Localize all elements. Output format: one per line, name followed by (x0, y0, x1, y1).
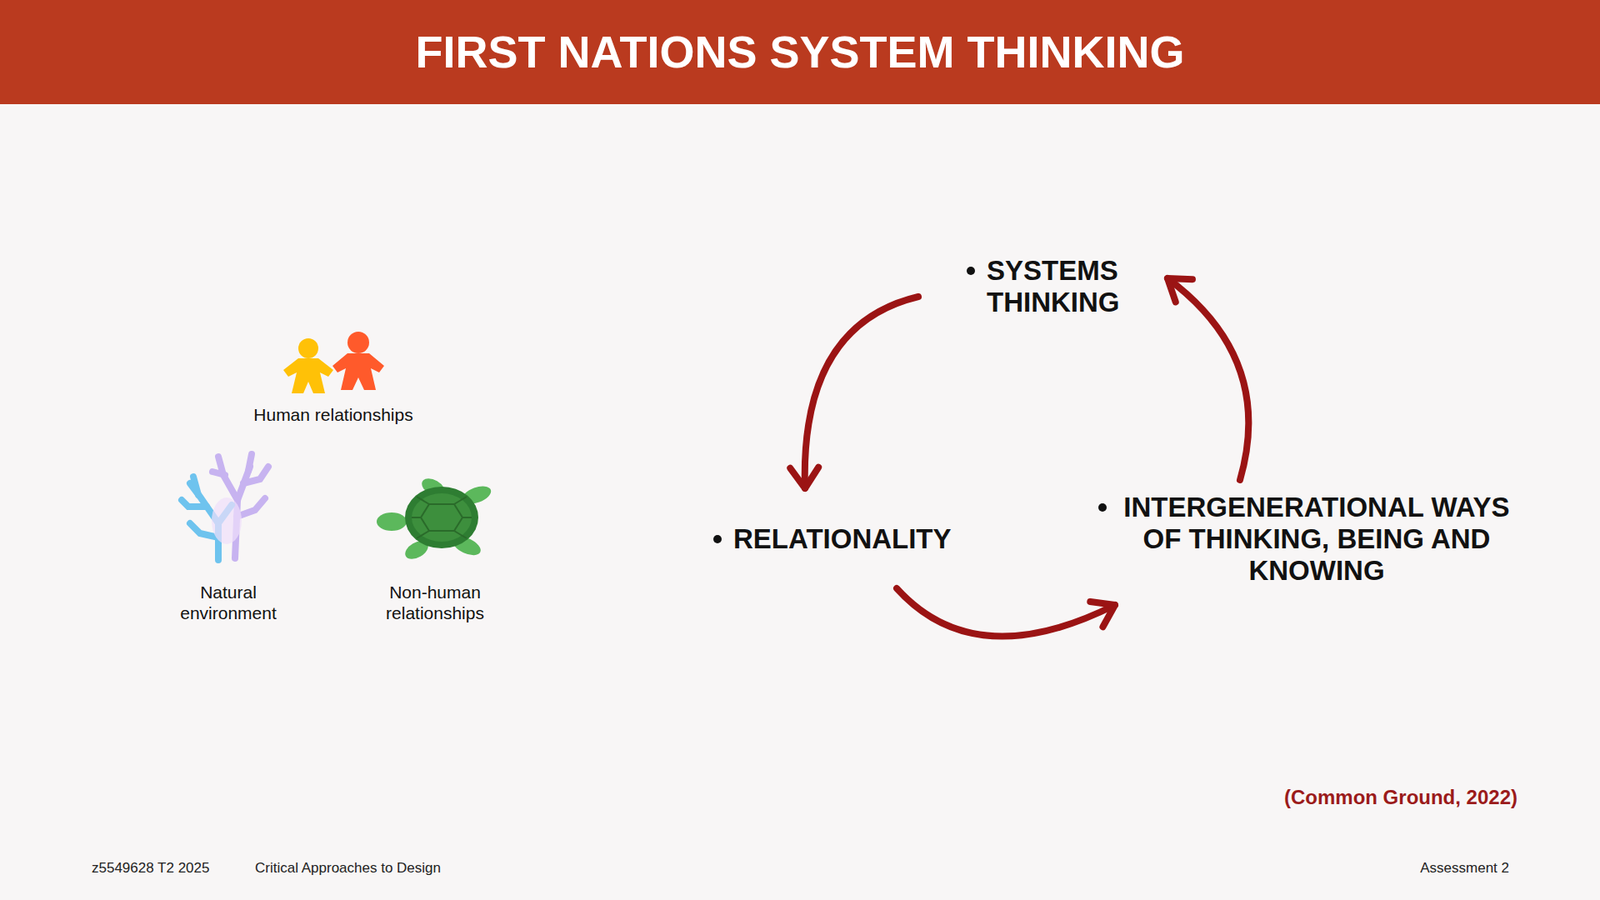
bullet-dot (713, 535, 722, 544)
icon-caption: Natural environment (165, 581, 291, 624)
arrow-head (790, 467, 819, 489)
coral-icon (181, 454, 269, 560)
arrow-curve (1167, 278, 1249, 480)
cycle-arrow (896, 588, 1115, 637)
citation: (Common Ground, 2022) (1284, 785, 1518, 810)
node-text-group: SYSTEMS THINKING (986, 255, 1138, 319)
node-label: RELATIONALITY (733, 523, 952, 555)
bullet-dot (1098, 503, 1107, 512)
node-text-group: RELATIONALITY (733, 523, 952, 555)
node-text-group: INTERGENERATIONAL WAYS OF THINKING, BEIN… (1118, 491, 1515, 587)
icon-caption: Non-human relationships (372, 581, 498, 624)
node-label: SYSTEMS THINKING (986, 255, 1138, 319)
cycle-arrow (1167, 278, 1249, 480)
people-icon (283, 331, 385, 394)
bullet-dot (966, 266, 975, 275)
cycle-node: INTERGENERATIONAL WAYS OF THINKING, BEIN… (1098, 491, 1515, 587)
arrow-head (1167, 278, 1193, 302)
diagram-title: FIRST NATIONS SYSTEM THINKING (0, 0, 1600, 105)
turtle-icon (376, 475, 494, 564)
footer-text: z5549628 T2 2025 (91, 860, 210, 877)
cycle-node: RELATIONALITY (713, 523, 952, 555)
arrow-curve (805, 296, 919, 489)
arrow-curve (896, 588, 1115, 637)
node-label: INTERGENERATIONAL WAYS OF THINKING, BEIN… (1118, 491, 1515, 587)
icon-caption: Human relationships (225, 404, 442, 425)
cycle-node: SYSTEMS THINKING (966, 255, 1138, 319)
footer-text: Assessment 2 (1420, 860, 1510, 877)
arrow-head (1090, 601, 1115, 627)
cycle-arrow (790, 296, 919, 489)
footer-text: Critical Approaches to Design (255, 860, 441, 877)
